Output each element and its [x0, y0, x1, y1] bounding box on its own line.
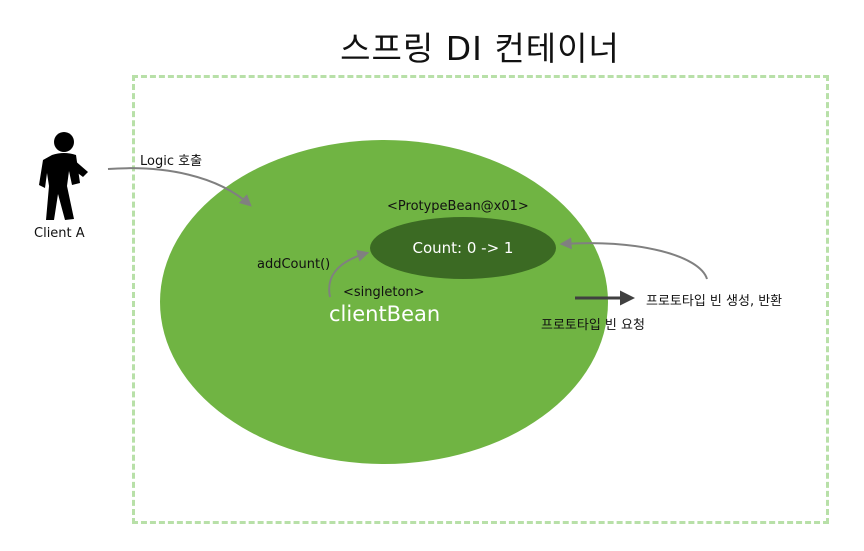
logic-call-label: Logic 호출: [140, 154, 203, 169]
request-label: 프로토타입 빈 요청: [541, 318, 645, 333]
return-bean-arrow: [559, 237, 708, 280]
client-bean-label: clientBean: [329, 302, 441, 326]
spring-container-box: [132, 75, 829, 524]
prototype-bean-ellipse: Count: 0 -> 1: [370, 217, 556, 279]
count-label: Count: 0 -> 1: [412, 239, 514, 257]
create-return-label: 프로토타입 빈 생성, 반환: [646, 294, 783, 309]
logic-call-arrow: [107, 167, 252, 207]
person-walking-icon: [39, 132, 88, 220]
singleton-label: <singleton>: [343, 285, 425, 300]
add-count-arrow: [328, 249, 370, 298]
prototype-bean-label: <ProtypeBean@x01>: [387, 199, 529, 214]
add-count-label: addCount(): [257, 257, 331, 272]
client-label: Client A: [34, 226, 85, 241]
diagram-title: 스프링 DI 컨테이너: [340, 29, 620, 68]
